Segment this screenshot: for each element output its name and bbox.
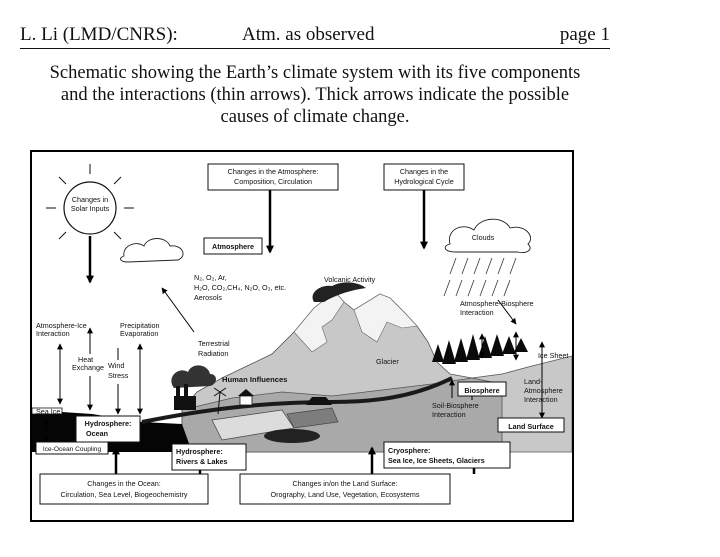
cloud-left [120,238,184,263]
page-header: L. Li (LMD/CNRS): Atm. as observed page … [20,24,610,48]
atm-ice-2: Interaction [36,329,70,338]
atm-ice-1: Atmosphere-Ice [36,321,87,330]
soil-bio-1: Soil-Biosphere [432,401,479,410]
land-changes-1: Changes in/on the Land Surface: [292,479,397,488]
atmosphere-box [203,237,263,255]
cryosphere-box [383,441,511,469]
gases-1: N₂, O₂, Ar, [194,273,227,282]
caption-line-1: Schematic showing the Earth’s climate sy… [49,63,581,83]
land-changes-2: Orography, Land Use, Vegetation, Ecosyst… [271,490,420,499]
thin-arrows [43,287,545,443]
atm-bio-1: Atmosphere-Biosphere [460,299,534,308]
ocean-changes-box [39,473,209,505]
ice-ocean-box [35,441,109,455]
land-surface-label: Land Surface [508,422,554,431]
wind-2: Stress [108,371,129,380]
volcanic-label: Volcanic Activity [324,275,376,284]
atm-changes-1: Changes in the Atmosphere: [228,167,319,176]
header-topic: Atm. as observed [242,24,375,45]
heat-1: Heat [78,355,93,364]
glacier-snow [293,293,418,353]
caption-line-2: and the interactions (thin arrows). Thic… [60,85,570,105]
biosphere-box [457,381,507,397]
header-page-number: page 1 [559,24,610,45]
atm-changes-2: Composition, Circulation [234,177,312,186]
ocean-changes-1: Changes in the Ocean: [87,479,161,488]
car-icon [306,397,332,405]
forest [432,334,528,364]
ice-ocean-label: Ice-Ocean Coupling [43,446,102,453]
lake [264,429,320,443]
wind-1: Wind [108,361,124,370]
terrestrial-2: Radiation [198,349,228,358]
sun-label-2: Solar Inputs [71,204,110,213]
factory-icon [171,365,216,410]
hydro-changes-1: Changes in the [400,167,448,176]
cryosphere-1: Cryosphere: [388,446,430,455]
hydro-rivers-2: Rivers & Lakes [176,457,228,466]
cryosphere-2: Sea Ice, Ice Sheets, Glaciers [388,456,485,465]
hydrosphere-ocean-box [75,415,141,443]
atm-bio-2: Interaction [460,308,494,317]
land-atm-3: Interaction [524,395,558,404]
sun-label-1: Changes in [72,195,108,204]
ice-sheet-label: Ice Sheet [538,351,568,360]
precip-1: Precipitation [120,321,160,330]
land-surface-box [497,417,565,433]
volcano-plume [312,282,366,302]
land-changes-box [239,473,451,505]
gases-3: Aerosols [194,293,222,302]
gases-2: H₂O, CO₂,CH₄, N₂O, O₃, etc. [194,283,286,292]
hydro-changes-box [383,163,465,191]
ocean-changes-2: Circulation, Sea Level, Biogeochemistry [60,490,187,499]
caption-line-3: causes of climate change. [220,107,410,127]
heat-2: Exchange [72,363,104,372]
biosphere-label: Biosphere [464,386,499,395]
glacier-label: Glacier [376,357,399,366]
sun-icon [46,164,134,252]
house-icon [238,389,254,406]
header-author: L. Li (LMD/CNRS): [20,24,178,45]
river [141,376,453,424]
terrestrial-1: Terrestrial [198,339,230,348]
hydro-ocean-2: Ocean [86,429,108,438]
figure-caption: Schematic showing the Earth’s climate sy… [18,62,612,128]
hydro-ocean-1: Hydrosphere: [85,419,132,428]
hydrosphere-rivers-box [171,443,247,471]
cloud-right [444,218,531,253]
climate-diagram: Changes in Solar Inputs Changes in the A… [32,163,572,505]
climate-system-figure: Changes in Solar Inputs Changes in the A… [30,150,574,522]
land-atm-2: Atmosphere [524,386,563,395]
precip-2: Evaporation [120,329,158,338]
human-influences-label: Human Influences [222,375,287,384]
fields-2 [286,407,339,429]
atmosphere-label: Atmosphere [212,242,254,251]
header-rule [20,48,610,49]
sea-ice-label: Sea Ice [36,407,60,416]
soil-bio-2: Interaction [432,410,466,419]
hydro-changes-2: Hydrological Cycle [394,177,454,186]
atm-changes-box [207,163,339,191]
hydro-rivers-1: Hydrosphere: [176,447,223,456]
land-atm-1: Land- [524,377,543,386]
rain [443,257,517,297]
windmill-icon [213,387,227,415]
clouds-label: Clouds [472,233,495,242]
sea-ice-slab [32,407,63,415]
